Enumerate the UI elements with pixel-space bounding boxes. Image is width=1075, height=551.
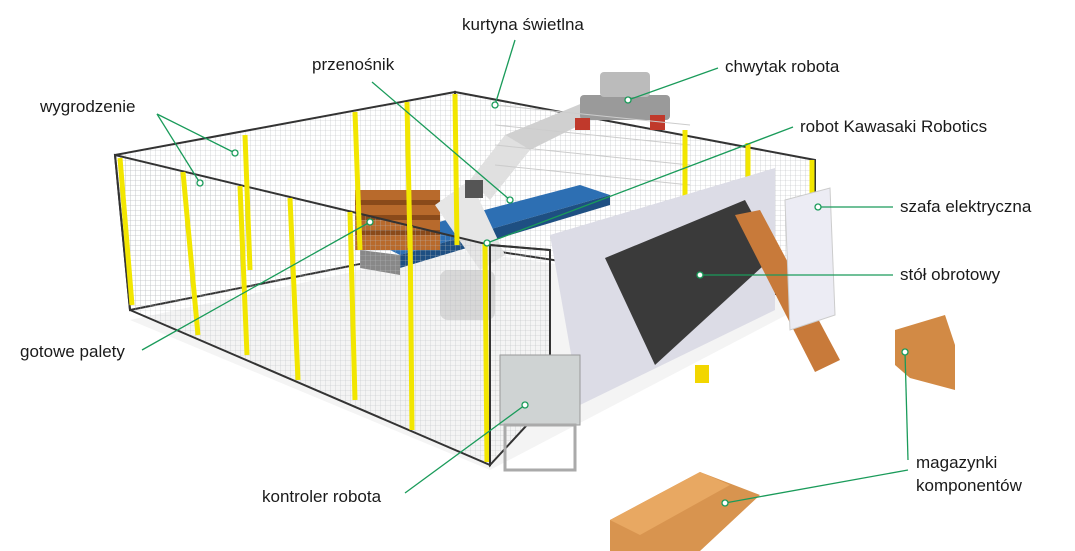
label-finished-pallets: gotowe palety <box>20 342 125 361</box>
label-robot-controller: kontroler robota <box>262 487 382 506</box>
label-light-curtain: kurtyna świetlna <box>462 15 584 34</box>
label-fence: wygrodzenie <box>40 97 136 116</box>
label-turntable: stół obrotowy <box>900 265 1001 284</box>
light-curtain <box>494 104 691 186</box>
label-conveyor: przenośnik <box>312 55 395 74</box>
leader-lines <box>141 39 909 504</box>
gripper <box>575 72 670 130</box>
component-magazines <box>610 315 955 551</box>
label-component-magazines-1: magazynki <box>916 453 998 472</box>
label-electrical-cabinet: szafa elektryczna <box>900 197 1032 216</box>
label-component-magazines-2: komponentów <box>916 476 1022 495</box>
label-gripper: chwytak robota <box>725 57 840 76</box>
electrical-cabinet <box>784 187 836 331</box>
turntable <box>550 168 840 405</box>
label-robot: robot Kawasaki Robotics <box>800 117 988 136</box>
leader-endpoints <box>196 96 909 507</box>
